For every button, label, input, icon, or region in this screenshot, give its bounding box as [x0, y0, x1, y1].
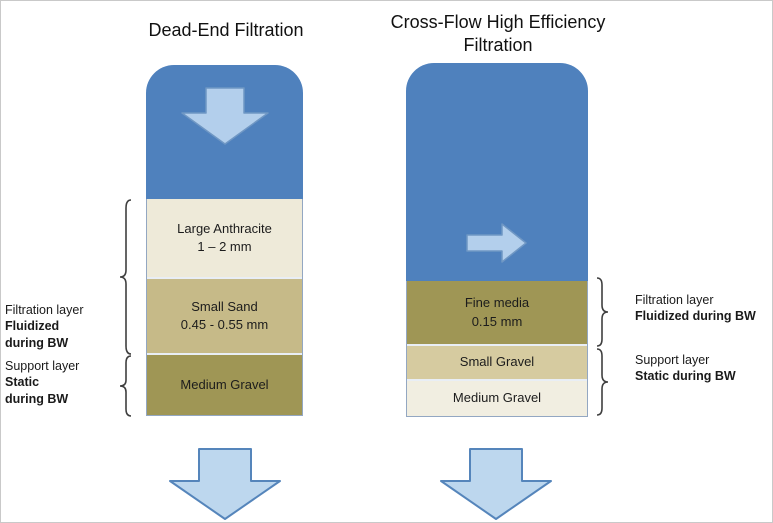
annotation-filtration-layer-left: Filtration layer Fluidized during BW — [5, 302, 117, 351]
layer-fine-media: Fine media 0.15 mm — [407, 281, 587, 344]
media-layers: Fine media 0.15 mm Small Gravel Medium G… — [406, 281, 588, 417]
layer-size: 1 – 2 mm — [197, 239, 252, 254]
layer-name: Small Gravel — [459, 354, 535, 370]
layer-medium-gravel: Medium Gravel — [407, 379, 587, 416]
down-arrow-icon — [439, 448, 553, 521]
annotation-label: Support layer — [5, 359, 80, 373]
down-arrow-icon — [168, 448, 282, 521]
layer-name: Small Sand — [191, 298, 258, 314]
annotation-support-layer-left: Support layer Static during BW — [5, 358, 117, 407]
layer-name: Medium Gravel — [180, 376, 269, 392]
water-inlet-section — [406, 63, 588, 281]
layer-name: Fine media — [464, 295, 530, 311]
left-diagram-title: Dead-End Filtration — [148, 20, 304, 40]
water-inlet-section — [146, 65, 303, 199]
annotation-bold-text: Static during BW — [635, 369, 736, 384]
annotation-bold-text: Static during BW — [5, 375, 69, 406]
layer-small-gravel: Small Gravel — [407, 344, 587, 379]
right-arrow-icon — [466, 223, 528, 263]
media-layers: Large Anthracite 1 – 2 mm Small Sand 0.4… — [146, 199, 303, 416]
dead-end-filter-column: Large Anthracite 1 – 2 mm Small Sand 0.4… — [146, 65, 303, 416]
layer-large-anthracite: Large Anthracite 1 – 2 mm — [147, 199, 302, 277]
annotation-bold-text: Fluidized during BW — [5, 319, 69, 350]
annotation-bold-text: Fluidized during BW — [635, 309, 756, 324]
layer-name: Medium Gravel — [452, 390, 542, 406]
brace-icon — [595, 348, 611, 416]
annotation-label: Support layer — [635, 353, 710, 367]
annotation-filtration-layer-right: Filtration layer Fluidized during BW — [635, 292, 771, 325]
layer-name: Large Anthracite — [177, 220, 272, 236]
brace-icon — [117, 199, 133, 355]
annotation-label: Filtration layer — [635, 293, 714, 307]
right-diagram-title: Cross-Flow High Efficiency Filtration — [390, 12, 606, 55]
layer-size: 0.15 mm — [471, 313, 523, 329]
layer-medium-gravel: Medium Gravel — [147, 353, 302, 415]
cross-flow-filter-column: Fine media 0.15 mm Small Gravel Medium G… — [406, 63, 588, 417]
layer-size: 0.45 - 0.55 mm — [180, 317, 269, 332]
down-arrow-icon — [180, 87, 269, 145]
layer-small-sand: Small Sand 0.45 - 0.55 mm — [147, 277, 302, 353]
annotation-label: Filtration layer — [5, 303, 84, 317]
brace-icon — [117, 355, 133, 417]
brace-icon — [595, 277, 611, 347]
annotation-support-layer-right: Support layer Static during BW — [635, 352, 771, 385]
